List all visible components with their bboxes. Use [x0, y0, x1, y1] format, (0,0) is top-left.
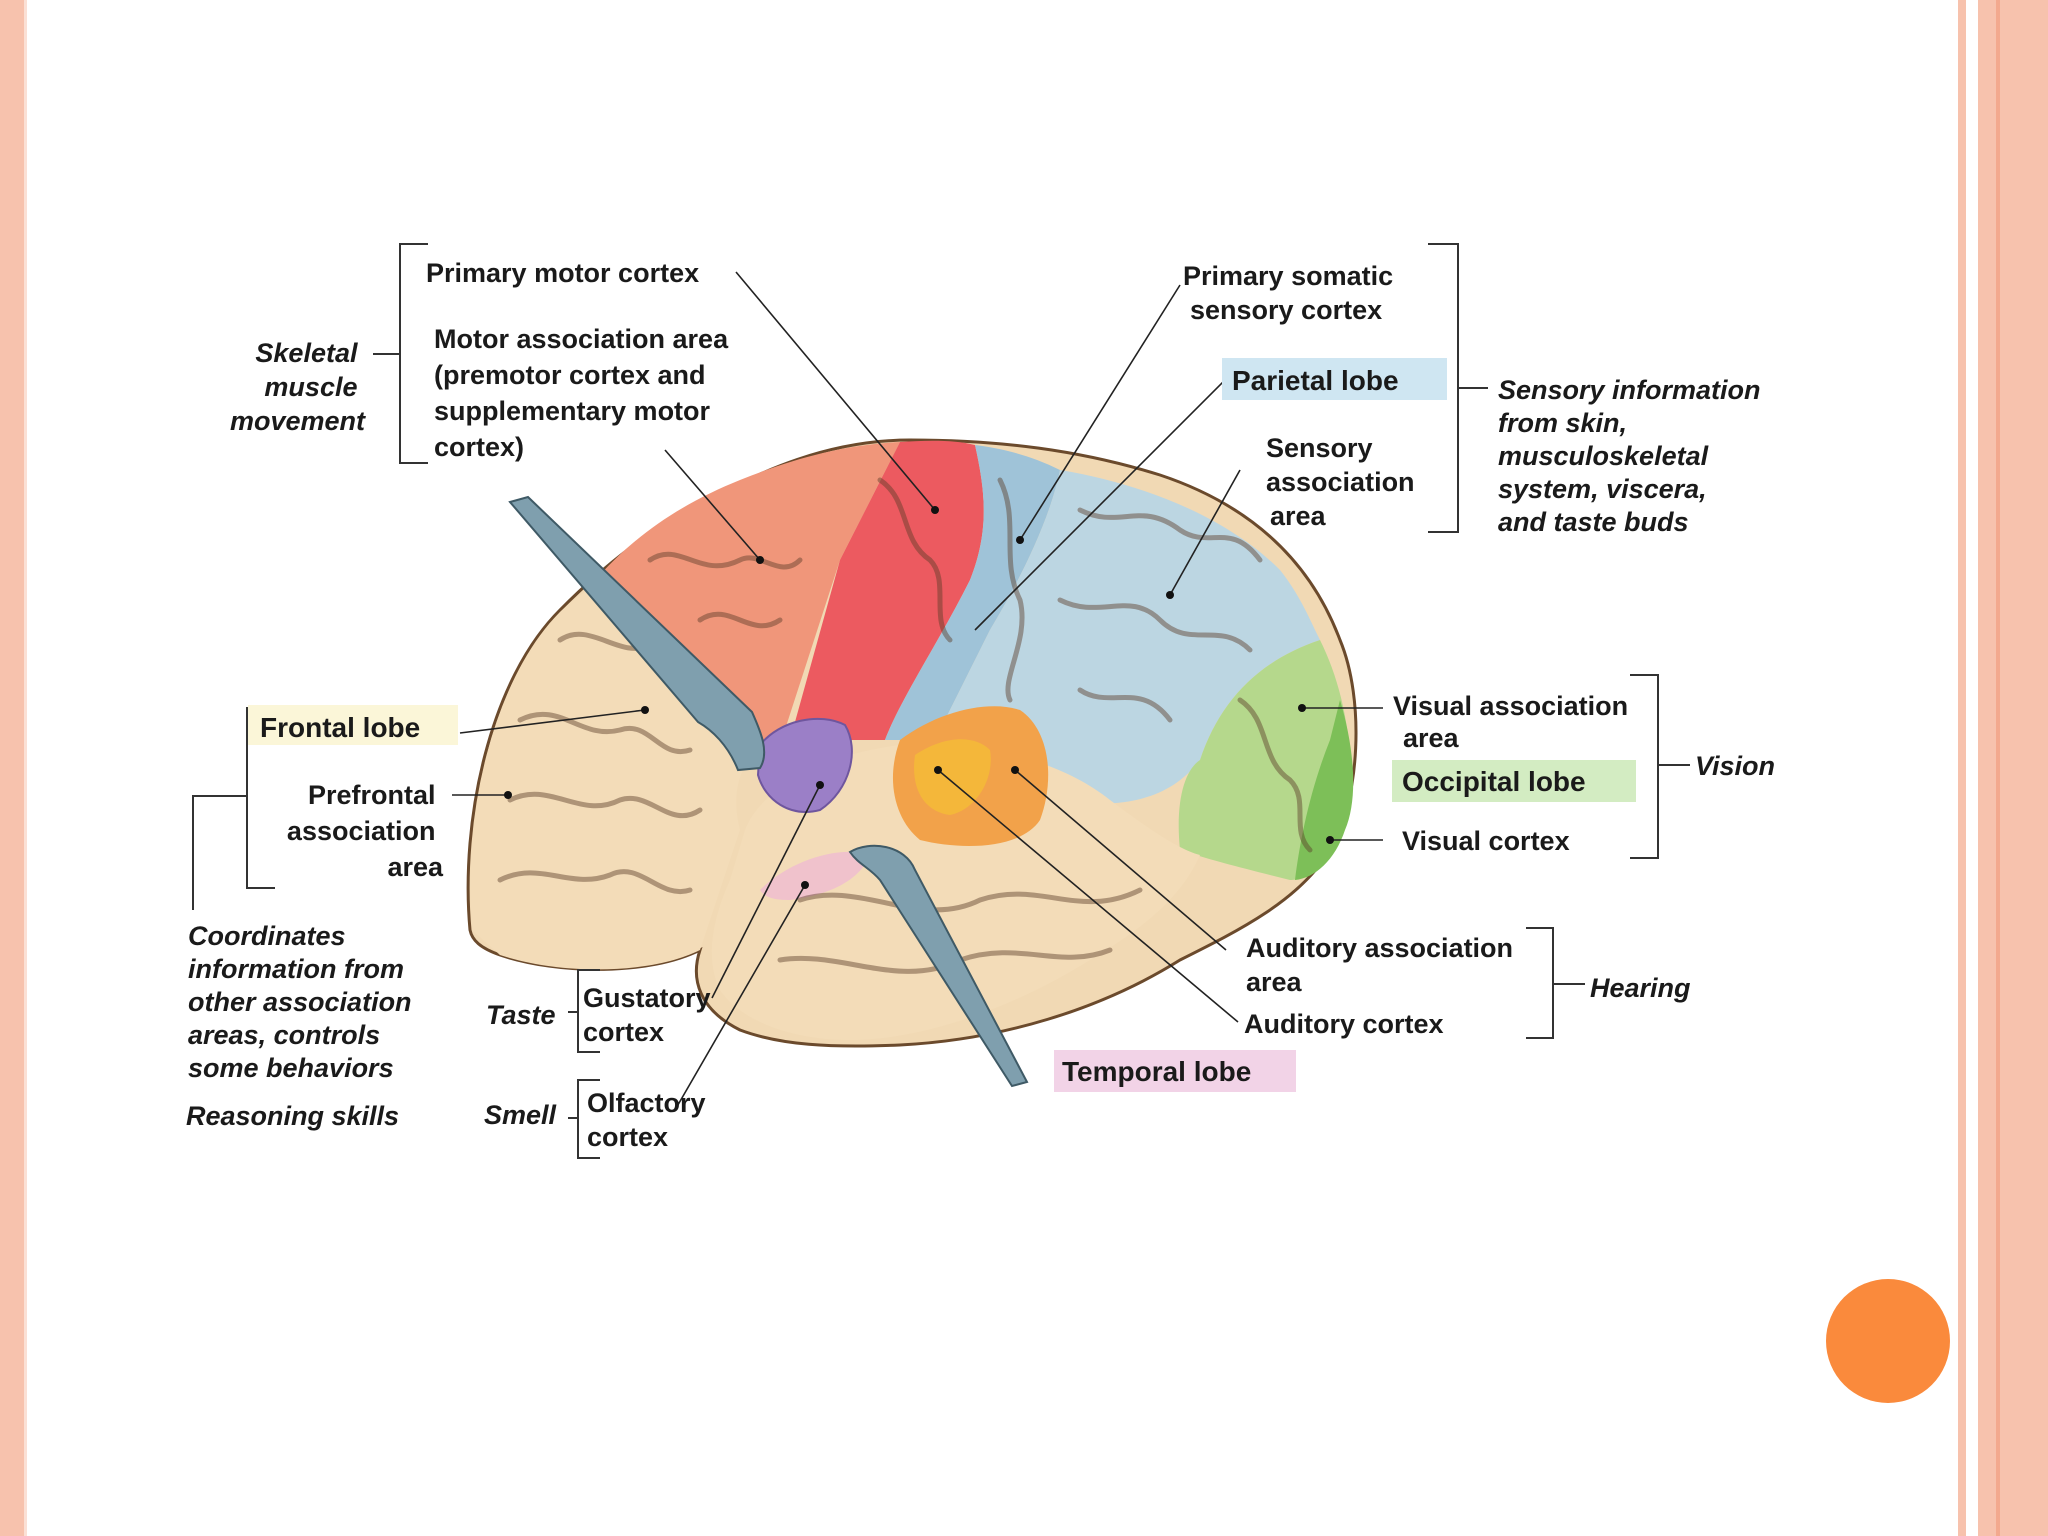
motor-association-region	[600, 442, 900, 745]
right-border-thin	[1958, 0, 1966, 1536]
visual-association-area-label: Visual association area	[1393, 691, 1636, 753]
brackets	[192, 243, 1690, 1159]
vision-label: Vision	[1695, 751, 1775, 781]
primary-motor-cortex-label: Primary motor cortex	[426, 258, 699, 288]
primary-motor-region	[790, 440, 984, 740]
motor-association-area-label: Motor association area (premotor cortex …	[434, 324, 736, 462]
temporal-lobe-label: Temporal lobe	[1062, 1056, 1251, 1087]
frontal-lobe-highlight	[248, 705, 458, 745]
temporal-lobe-highlight	[1054, 1050, 1296, 1092]
auditory-cortex-region	[914, 739, 991, 815]
right-border-line	[1996, 0, 2000, 1536]
skeletal-muscle-movement-label: Skeletal muscle movement	[230, 338, 366, 436]
occipital-lobe-highlight	[1392, 760, 1636, 802]
auditory-cortex-label: Auditory cortex	[1244, 1009, 1444, 1039]
parietal-lobe-label: Parietal lobe	[1232, 365, 1399, 396]
olfactory-cortex-label: Olfactory cortex	[587, 1088, 713, 1152]
hearing-label: Hearing	[1590, 973, 1691, 1003]
gustatory-cortex-label: Gustatory cortex	[583, 983, 718, 1047]
prefrontal-association-area-label: Prefrontal association area	[287, 780, 444, 882]
primary-somatic-sensory-cortex-label: Primary somatic sensory cortex	[1183, 261, 1401, 325]
olfactory-region	[760, 851, 870, 900]
brain-illustration	[466, 438, 1358, 1088]
visual-cortex-label: Visual cortex	[1402, 826, 1570, 856]
gyri-grooves	[497, 477, 1313, 974]
occipital-lobe-label: Occipital lobe	[1402, 766, 1586, 797]
coordinates-information-label: Coordinates information from other assoc…	[188, 921, 419, 1083]
sensory-association-area-label: Sensory association area	[1266, 433, 1422, 531]
gustatory-region	[756, 717, 853, 813]
orange-circle-icon	[1826, 1279, 1950, 1403]
leader-lines	[452, 271, 1383, 1111]
parietal-lobe-highlight	[1222, 358, 1447, 400]
reasoning-skills-label: Reasoning skills	[186, 1101, 399, 1131]
taste-label: Taste	[486, 1000, 556, 1030]
left-border-inner	[24, 0, 27, 1536]
right-border-thick	[1978, 0, 2048, 1536]
upper-probe	[508, 495, 766, 772]
visual-cortex-region	[1295, 700, 1354, 880]
lower-probe	[848, 844, 1029, 1088]
temporal-region	[711, 744, 1200, 1040]
sensory-information-label: Sensory information from skin, musculosk…	[1498, 375, 1768, 537]
auditory-association-area-label: Auditory association area	[1246, 933, 1521, 997]
left-border	[0, 0, 24, 1536]
frontal-lobe-label: Frontal lobe	[260, 712, 420, 743]
smell-label: Smell	[484, 1100, 557, 1130]
labels: Primary motor cortex Motor association a…	[186, 258, 1775, 1152]
primary-somatic-region	[885, 445, 1060, 740]
